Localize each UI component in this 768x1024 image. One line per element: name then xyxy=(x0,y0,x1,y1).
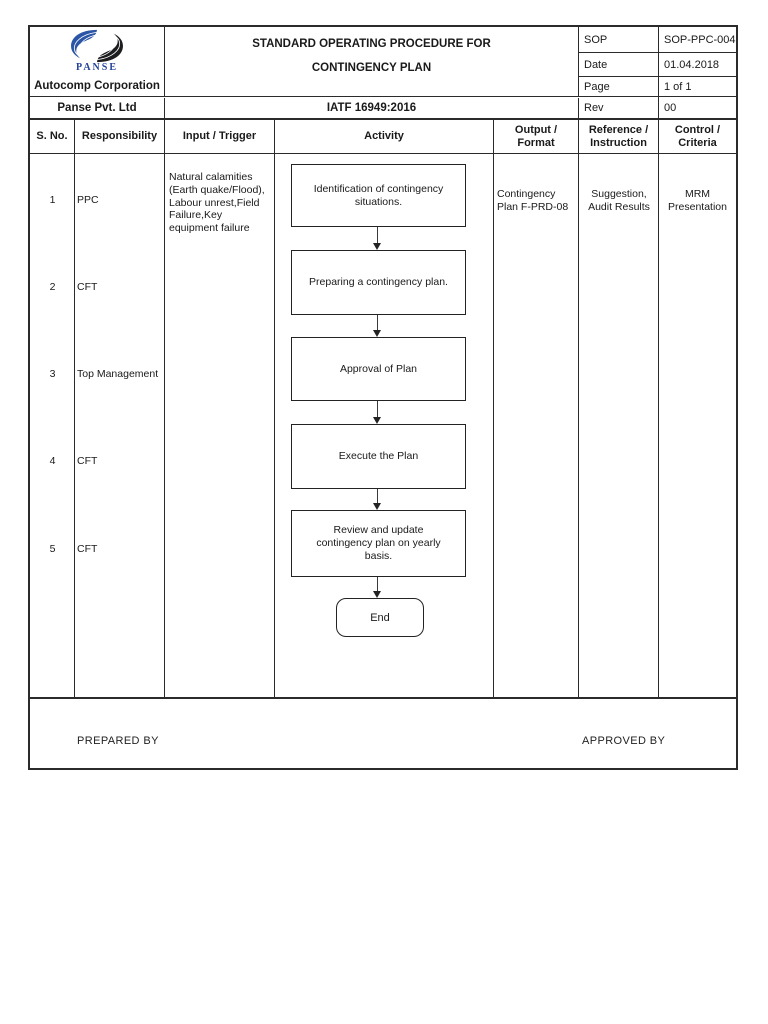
col-header-activity: Activity xyxy=(275,120,494,153)
col-header-reference: Reference / Instruction xyxy=(579,120,659,153)
row-4-sno: 4 xyxy=(49,455,56,467)
row-1-reference: Suggestion, Audit Results xyxy=(588,188,650,213)
flow-arrow-down-icon xyxy=(373,315,381,337)
col-header-output-format: Output / Format xyxy=(494,120,579,153)
meta-label-page: Page xyxy=(579,77,659,97)
flow-terminator-end: End xyxy=(336,598,424,637)
title-line-1: STANDARD OPERATING PROCEDURE FOR xyxy=(252,38,491,50)
row-3-sno: 3 xyxy=(49,368,56,380)
meta-label-date: Date xyxy=(579,53,659,77)
col-header-sno: S. No. xyxy=(30,120,75,153)
sop-document-page: PANSE Autocomp Corporation Panse Pvt. Lt… xyxy=(28,25,738,770)
brand-text: PANSE xyxy=(75,62,119,73)
col-header-input-trigger: Input / Trigger xyxy=(165,120,275,153)
panse-swirl-logo-icon xyxy=(71,29,123,63)
column-divider xyxy=(275,154,494,697)
prepared-by-label: PREPARED BY xyxy=(77,735,159,747)
meta-value-rev: 00 xyxy=(664,101,677,114)
column-divider xyxy=(75,154,165,697)
flow-step-preparing: Preparing a contingency plan. xyxy=(291,250,466,315)
flow-step-review: Review and update contingency plan on ye… xyxy=(291,510,466,577)
flow-arrow-down-icon xyxy=(373,577,381,598)
row-2-sno: 2 xyxy=(49,281,56,293)
row-1-control: MRM Presentation xyxy=(668,188,727,213)
column-divider xyxy=(30,154,75,697)
row-2-responsibility: CFT xyxy=(77,280,98,293)
row-5-responsibility: CFT xyxy=(77,542,98,555)
column-divider xyxy=(579,154,659,697)
row-1-responsibility: PPC xyxy=(77,193,99,206)
approved-by-label: APPROVED BY xyxy=(582,735,666,747)
document-header: PANSE Autocomp Corporation Panse Pvt. Lt… xyxy=(30,27,736,120)
row-1-sno: 1 xyxy=(49,194,56,206)
row-4-responsibility: CFT xyxy=(77,454,98,467)
meta-value-page: 1 of 1 xyxy=(659,77,736,97)
row-3-responsibility: Top Management xyxy=(77,367,159,380)
meta-label-sop: SOP xyxy=(579,27,659,53)
column-divider xyxy=(165,154,275,697)
row-1-output-format: Contingency Plan F-PRD-08 xyxy=(497,188,569,213)
standard-reference: IATF 16949:2016 xyxy=(165,98,579,118)
col-header-responsibility: Responsibility xyxy=(75,120,165,153)
row-1-input-trigger: Natural calamities (Earth quake/Flood), … xyxy=(169,171,265,235)
flow-arrow-down-icon xyxy=(373,227,381,250)
company-subname: Panse Pvt. Ltd xyxy=(30,98,165,118)
flow-step-execute: Execute the Plan xyxy=(291,424,466,489)
row-5-sno: 5 xyxy=(49,543,56,555)
table-header-row: S. No. Responsibility Input / Trigger Ac… xyxy=(30,120,736,154)
flow-arrow-down-icon xyxy=(373,401,381,424)
document-title: STANDARD OPERATING PROCEDURE FOR CONTING… xyxy=(165,27,579,97)
column-divider xyxy=(494,154,579,697)
flow-step-identification: Identification of contingency situations… xyxy=(291,164,466,227)
flow-step-approval: Approval of Plan xyxy=(291,337,466,401)
table-body: 1 2 3 4 5 PPC CFT Top Management CFT CFT… xyxy=(30,154,736,699)
meta-value-date: 01.04.2018 xyxy=(659,53,736,77)
flow-arrow-down-icon xyxy=(373,489,381,510)
title-line-2: CONTINGENCY PLAN xyxy=(311,62,432,74)
company-logo-cell: PANSE Autocomp Corporation xyxy=(30,27,165,97)
meta-label-rev: Rev xyxy=(579,97,659,118)
col-header-control: Control / Criteria xyxy=(674,123,721,149)
company-name: Autocomp Corporation xyxy=(34,80,160,92)
meta-value-sop: SOP-PPC-004 xyxy=(659,27,736,53)
signature-row: PREPARED BY APPROVED BY xyxy=(30,699,736,768)
